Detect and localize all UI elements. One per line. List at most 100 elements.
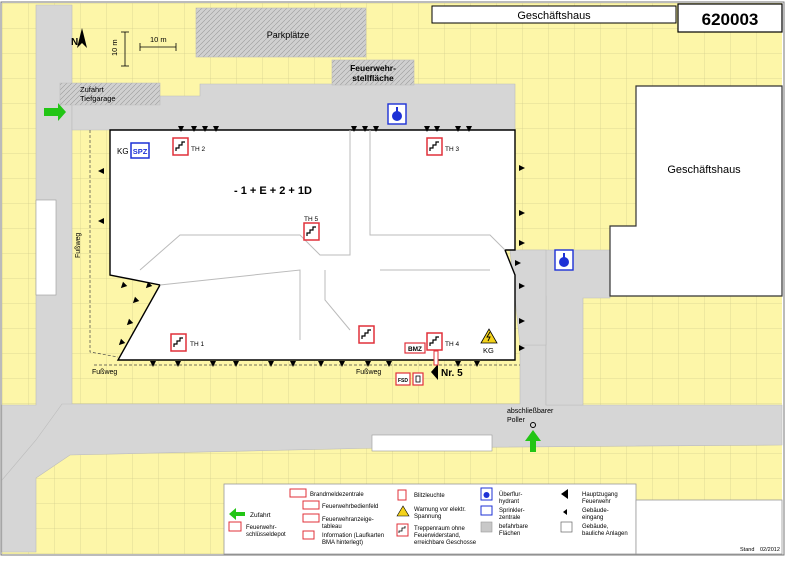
footpath-mid-label: Fußweg — [356, 369, 381, 376]
scale-horizontal-label: 10 m — [150, 35, 167, 44]
legend-gebaeude-1: Gebäude, — [582, 524, 609, 530]
legend-hydrant-icon — [480, 487, 493, 501]
legend-bmz: Brandmeldezentrale — [310, 492, 364, 498]
legend-gebaeude-2: bauliche Anlagen — [582, 531, 628, 537]
stand-label: Stand — [740, 547, 754, 553]
bollard-label-1: abschließbarer — [507, 408, 554, 415]
hydrant-right-icon — [554, 249, 574, 271]
hydrant-top-icon — [387, 103, 407, 125]
main-entrance-icon — [431, 350, 439, 380]
th2-label: TH 2 — [191, 146, 205, 153]
legend-fsd-1: Feuerwehr- — [246, 525, 277, 531]
object-number: 620003 — [702, 10, 759, 29]
legend-sprinkler-icon — [480, 505, 493, 516]
bollard-icon — [530, 422, 536, 428]
fire-area-label-1: Feuerwehr- — [350, 63, 396, 73]
bmz-box — [404, 342, 426, 354]
scale-bars — [121, 31, 177, 67]
map-frame — [0, 1, 785, 556]
footpath-vertical-label: Fußweg — [75, 233, 82, 258]
stair-e-icon — [358, 325, 375, 344]
legend-hydrant-2: hydrant — [499, 499, 519, 505]
sprinkler-box — [130, 142, 150, 159]
fsd-box — [395, 372, 411, 386]
legend-sprinkler-2: zentrale — [499, 515, 521, 521]
legend-fat-icon — [302, 513, 320, 523]
th4-label: TH 4 — [445, 341, 459, 348]
legend-trep-icon — [396, 523, 409, 537]
object-number-box — [677, 3, 783, 33]
access-arrow-left-icon — [44, 103, 66, 121]
th5-label: TH 5 — [304, 216, 318, 223]
legend-fsd-icon — [228, 521, 242, 532]
north-arrow-icon: N — [71, 28, 87, 48]
legend-warn-2: Spannung — [414, 514, 441, 520]
stair-th3-icon — [426, 137, 443, 156]
bmz-label: BMZ — [408, 346, 422, 353]
legend-trep-2: Feuerwiderstand, — [414, 533, 461, 539]
legend-eingang-1: Gebäude- — [582, 508, 609, 514]
stair-th5-icon — [303, 222, 320, 241]
flash-light-icon — [412, 372, 424, 386]
spz-label: SPZ — [133, 147, 148, 156]
basement-label-right: KG — [483, 346, 494, 355]
legend-fbf: Feuerwehrbedienfeld — [322, 504, 378, 510]
legend-fat-1: Feuerwehranzeige- — [322, 517, 374, 523]
footpaths — [89, 130, 520, 366]
legend-fsd-2: schlüsseldepot — [246, 532, 286, 538]
legend-hydrant-1: Überflur- — [499, 491, 522, 498]
neighbor-building — [609, 85, 783, 297]
legend-haupt-2: Feuerwehr — [582, 499, 611, 505]
legend-eingang-2: eingang — [582, 515, 603, 521]
floors-label: - 1 + E + 2 + 1D — [234, 185, 312, 197]
legend-if-2: BMA hinterlegt) — [322, 540, 363, 546]
neighbor-label: Geschäftshaus — [667, 164, 741, 176]
legend-sprinkler-1: Sprinkler- — [499, 508, 525, 514]
legend-trep-3: erreichbare Geschosse — [414, 540, 477, 546]
stair-th2-icon — [172, 137, 189, 156]
legend-blitz-icon — [397, 489, 407, 501]
fsd-label: FSD — [398, 378, 408, 384]
fire-area-label-2: stellfläche — [352, 73, 394, 83]
legend-eingang-icon — [563, 509, 567, 515]
legend-zufahrt-icon — [229, 508, 245, 520]
driveway-label-1: Zufahrt — [80, 85, 105, 94]
access-arrow-bottom-icon — [525, 430, 541, 452]
electric-warning-icon — [480, 328, 498, 344]
parking-label: Parkplätze — [267, 30, 310, 40]
legend-fat-2: tableau — [322, 524, 342, 530]
legend-haupt-icon — [561, 489, 568, 499]
driveway-label-2: Tiefgarage — [80, 94, 116, 103]
legend-gebaeude-icon — [560, 521, 573, 533]
entrance-label: Nr. 5 — [441, 368, 463, 379]
legend-warn-1: Warnung vor elektr. — [414, 507, 466, 513]
legend-bmz-icon — [289, 488, 307, 498]
legend-if-1: Information (Laufkarten — [322, 533, 384, 539]
basement-label-left: KG — [117, 147, 129, 156]
legend-fbf-icon — [302, 500, 320, 510]
legend-flaechen-icon — [480, 521, 493, 533]
legend-flaechen-2: Flächen — [499, 531, 520, 537]
header-title-box — [431, 5, 677, 24]
legend-blitz: Blitzleuchte — [414, 493, 445, 499]
legend-if-icon — [302, 530, 315, 540]
main-building — [109, 129, 516, 361]
legend-zufahrt: Zufahrt — [250, 512, 271, 519]
th1-label: TH 1 — [190, 341, 204, 348]
th3-label: TH 3 — [445, 146, 459, 153]
stand-date: 02/2012 — [760, 547, 780, 553]
header-title: Geschäftshaus — [517, 10, 591, 22]
scale-vertical-label: 10 m — [110, 39, 119, 56]
stair-th1-icon — [170, 333, 187, 352]
north-label: N — [71, 37, 78, 48]
legend-trep-1: Treppenraum ohne — [414, 526, 465, 532]
bollard-label-2: Poller — [507, 417, 526, 424]
legend-warn-icon — [396, 505, 410, 517]
footpath-left-label: Fußweg — [92, 369, 117, 376]
legend-flaechen-1: befahrbare — [499, 524, 529, 530]
interior-walls — [139, 130, 506, 340]
stair-th4-icon — [426, 332, 443, 351]
legend-haupt-1: Hauptzugang — [582, 492, 618, 498]
legend: Zufahrt Feuerwehr- schlüsseldepot Brandm… — [223, 483, 783, 555]
